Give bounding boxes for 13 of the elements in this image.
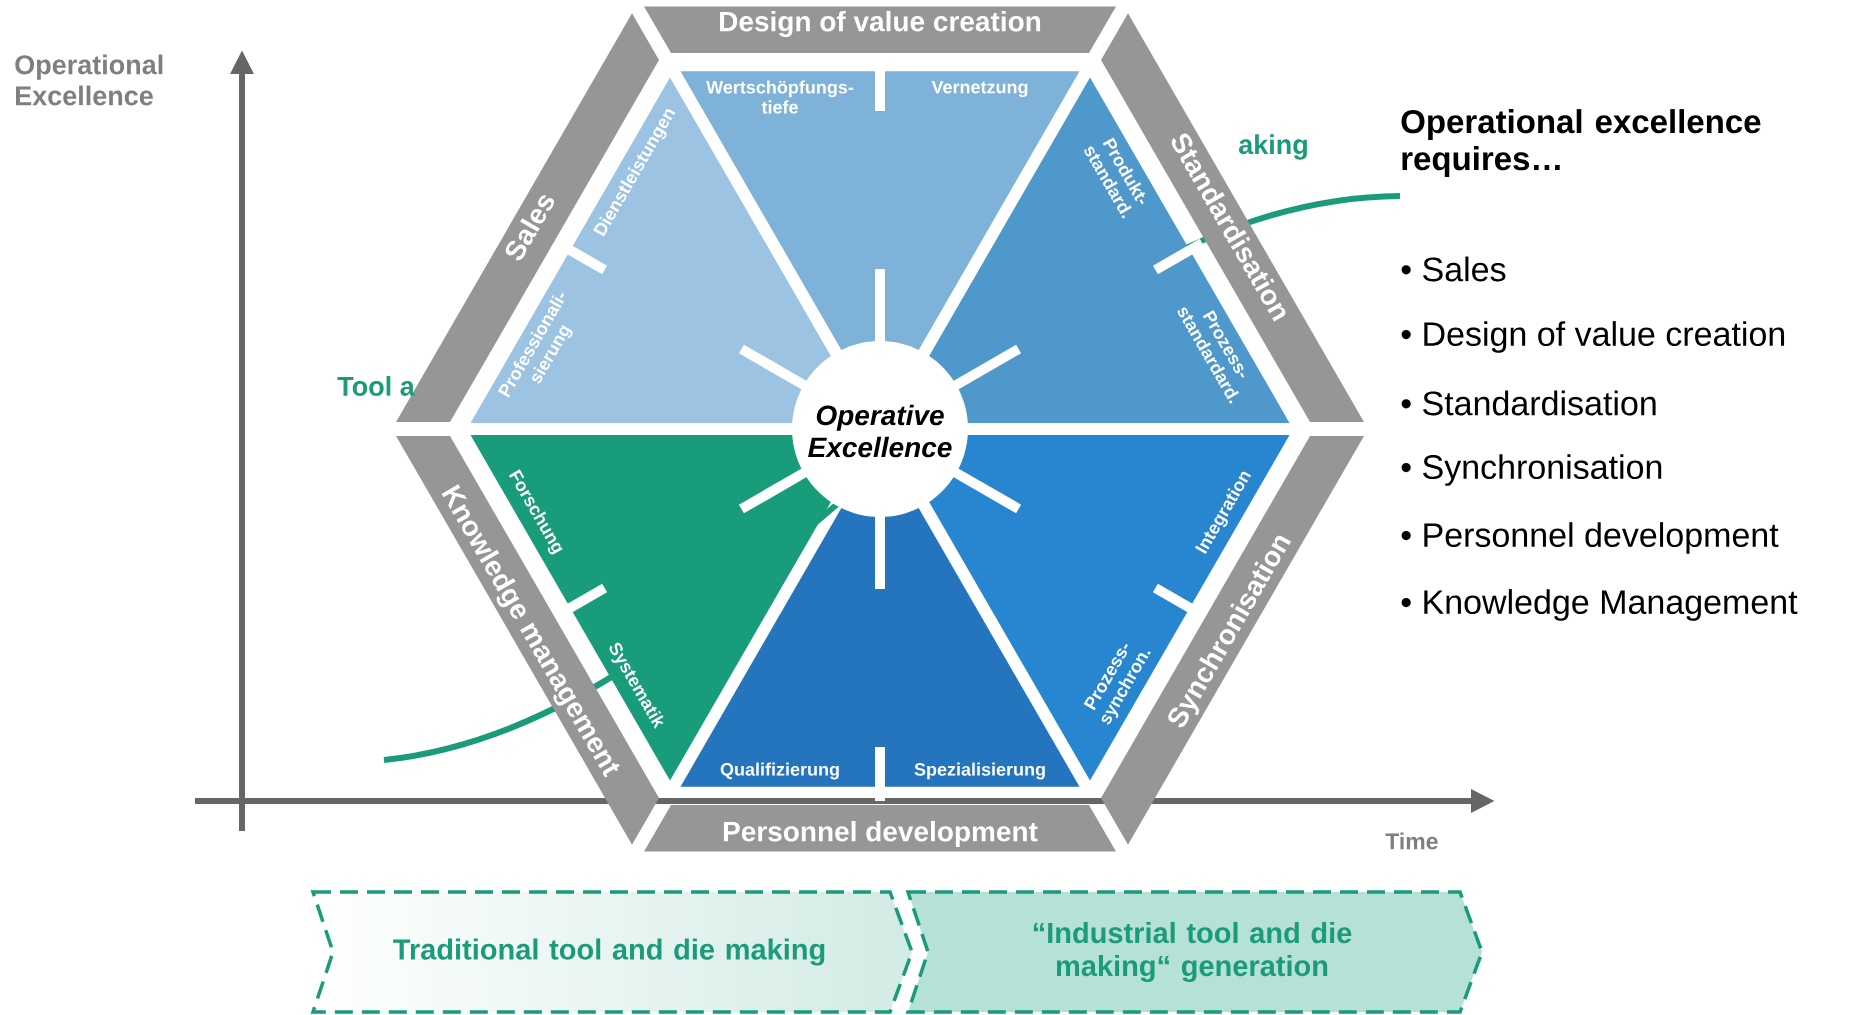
list-heading: Operational excellence requires… <box>1401 109 1761 177</box>
phase-band: “Industrial tool and die making“ generation <box>905 890 1484 1014</box>
axis-label: Time <box>1385 832 1438 850</box>
phase-band: Traditional tool and die making <box>310 890 914 1014</box>
bullet-item: • Standardisation <box>1401 390 1656 416</box>
axis-label: Operational Excellence <box>15 54 163 106</box>
band: Personnel development <box>644 804 1116 852</box>
bullet-item: • Synchronisation <box>1401 454 1662 486</box>
bullet-item: • Design of value creation <box>1401 321 1785 353</box>
bullet-item: • Knowledge Management <box>1401 589 1798 621</box>
bullet-item: • Personnel development <box>1401 522 1779 554</box>
band: Design of value creation <box>644 6 1116 54</box>
bullet-item: • Sales <box>1401 256 1506 282</box>
